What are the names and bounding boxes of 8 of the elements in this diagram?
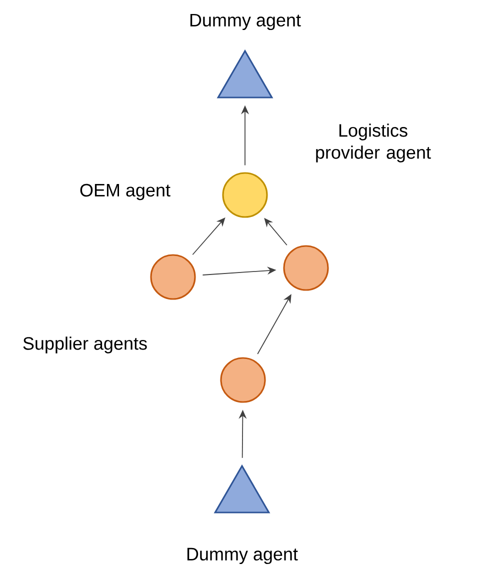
edge-label: Logistics provider agent [316,124,431,162]
circle-node [283,245,329,291]
circle-node [220,357,266,403]
node-label: Dummy agent [187,548,298,564]
group-label: Supplier agents [23,336,147,354]
node-label: OEM agent [80,184,170,200]
node-label: Dummy agent [190,14,301,30]
circle-node [150,254,196,300]
